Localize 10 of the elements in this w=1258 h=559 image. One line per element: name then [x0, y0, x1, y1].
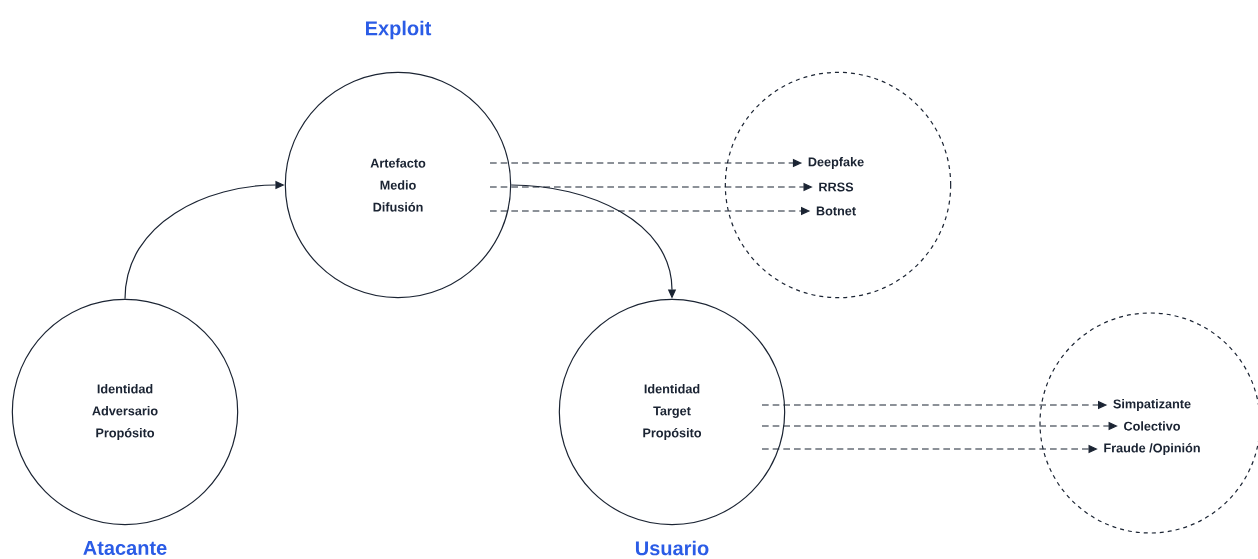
dashed-circle: [724, 71, 952, 299]
item-label: Colectivo: [1124, 421, 1180, 431]
item-label: Deepfake: [808, 157, 864, 169]
item-label: Botnet: [816, 206, 856, 216]
heading: Exploit: [366, 20, 432, 40]
item-label: Fraude /Opinión: [1104, 443, 1200, 455]
heading: Usuario: [635, 540, 709, 556]
heading: Atacante: [83, 541, 167, 555]
item-label: RRSS: [819, 182, 854, 192]
item-label: Simpatizante: [1113, 399, 1191, 411]
